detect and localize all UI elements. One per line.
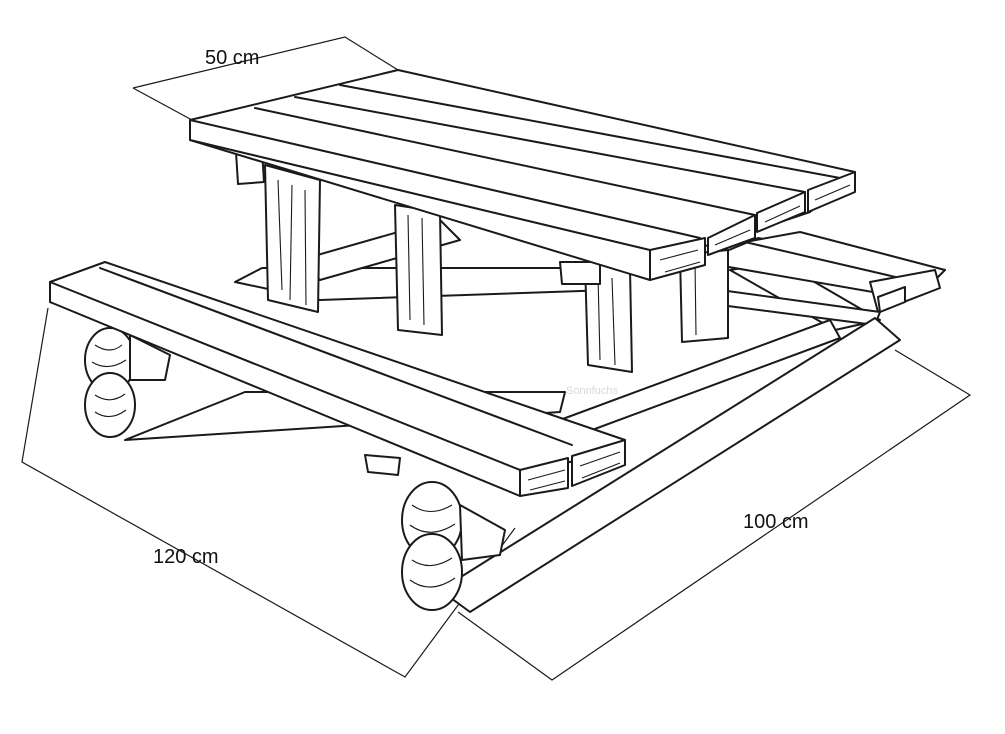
log-supports [84,327,506,611]
table-top [189,69,856,281]
watermark: Sonnfuchs [566,385,618,397]
dimension-right [457,349,972,681]
table-legs [235,149,729,373]
dimension-label-left-length: 120 cm [153,546,219,568]
dimension-label-right-length: 100 cm [743,511,809,533]
front-rail [439,317,901,613]
dimension-top [132,36,399,121]
left-bench [49,261,626,497]
dimension-label-top-width: 50 cm [205,47,260,69]
right-bench [699,231,946,326]
